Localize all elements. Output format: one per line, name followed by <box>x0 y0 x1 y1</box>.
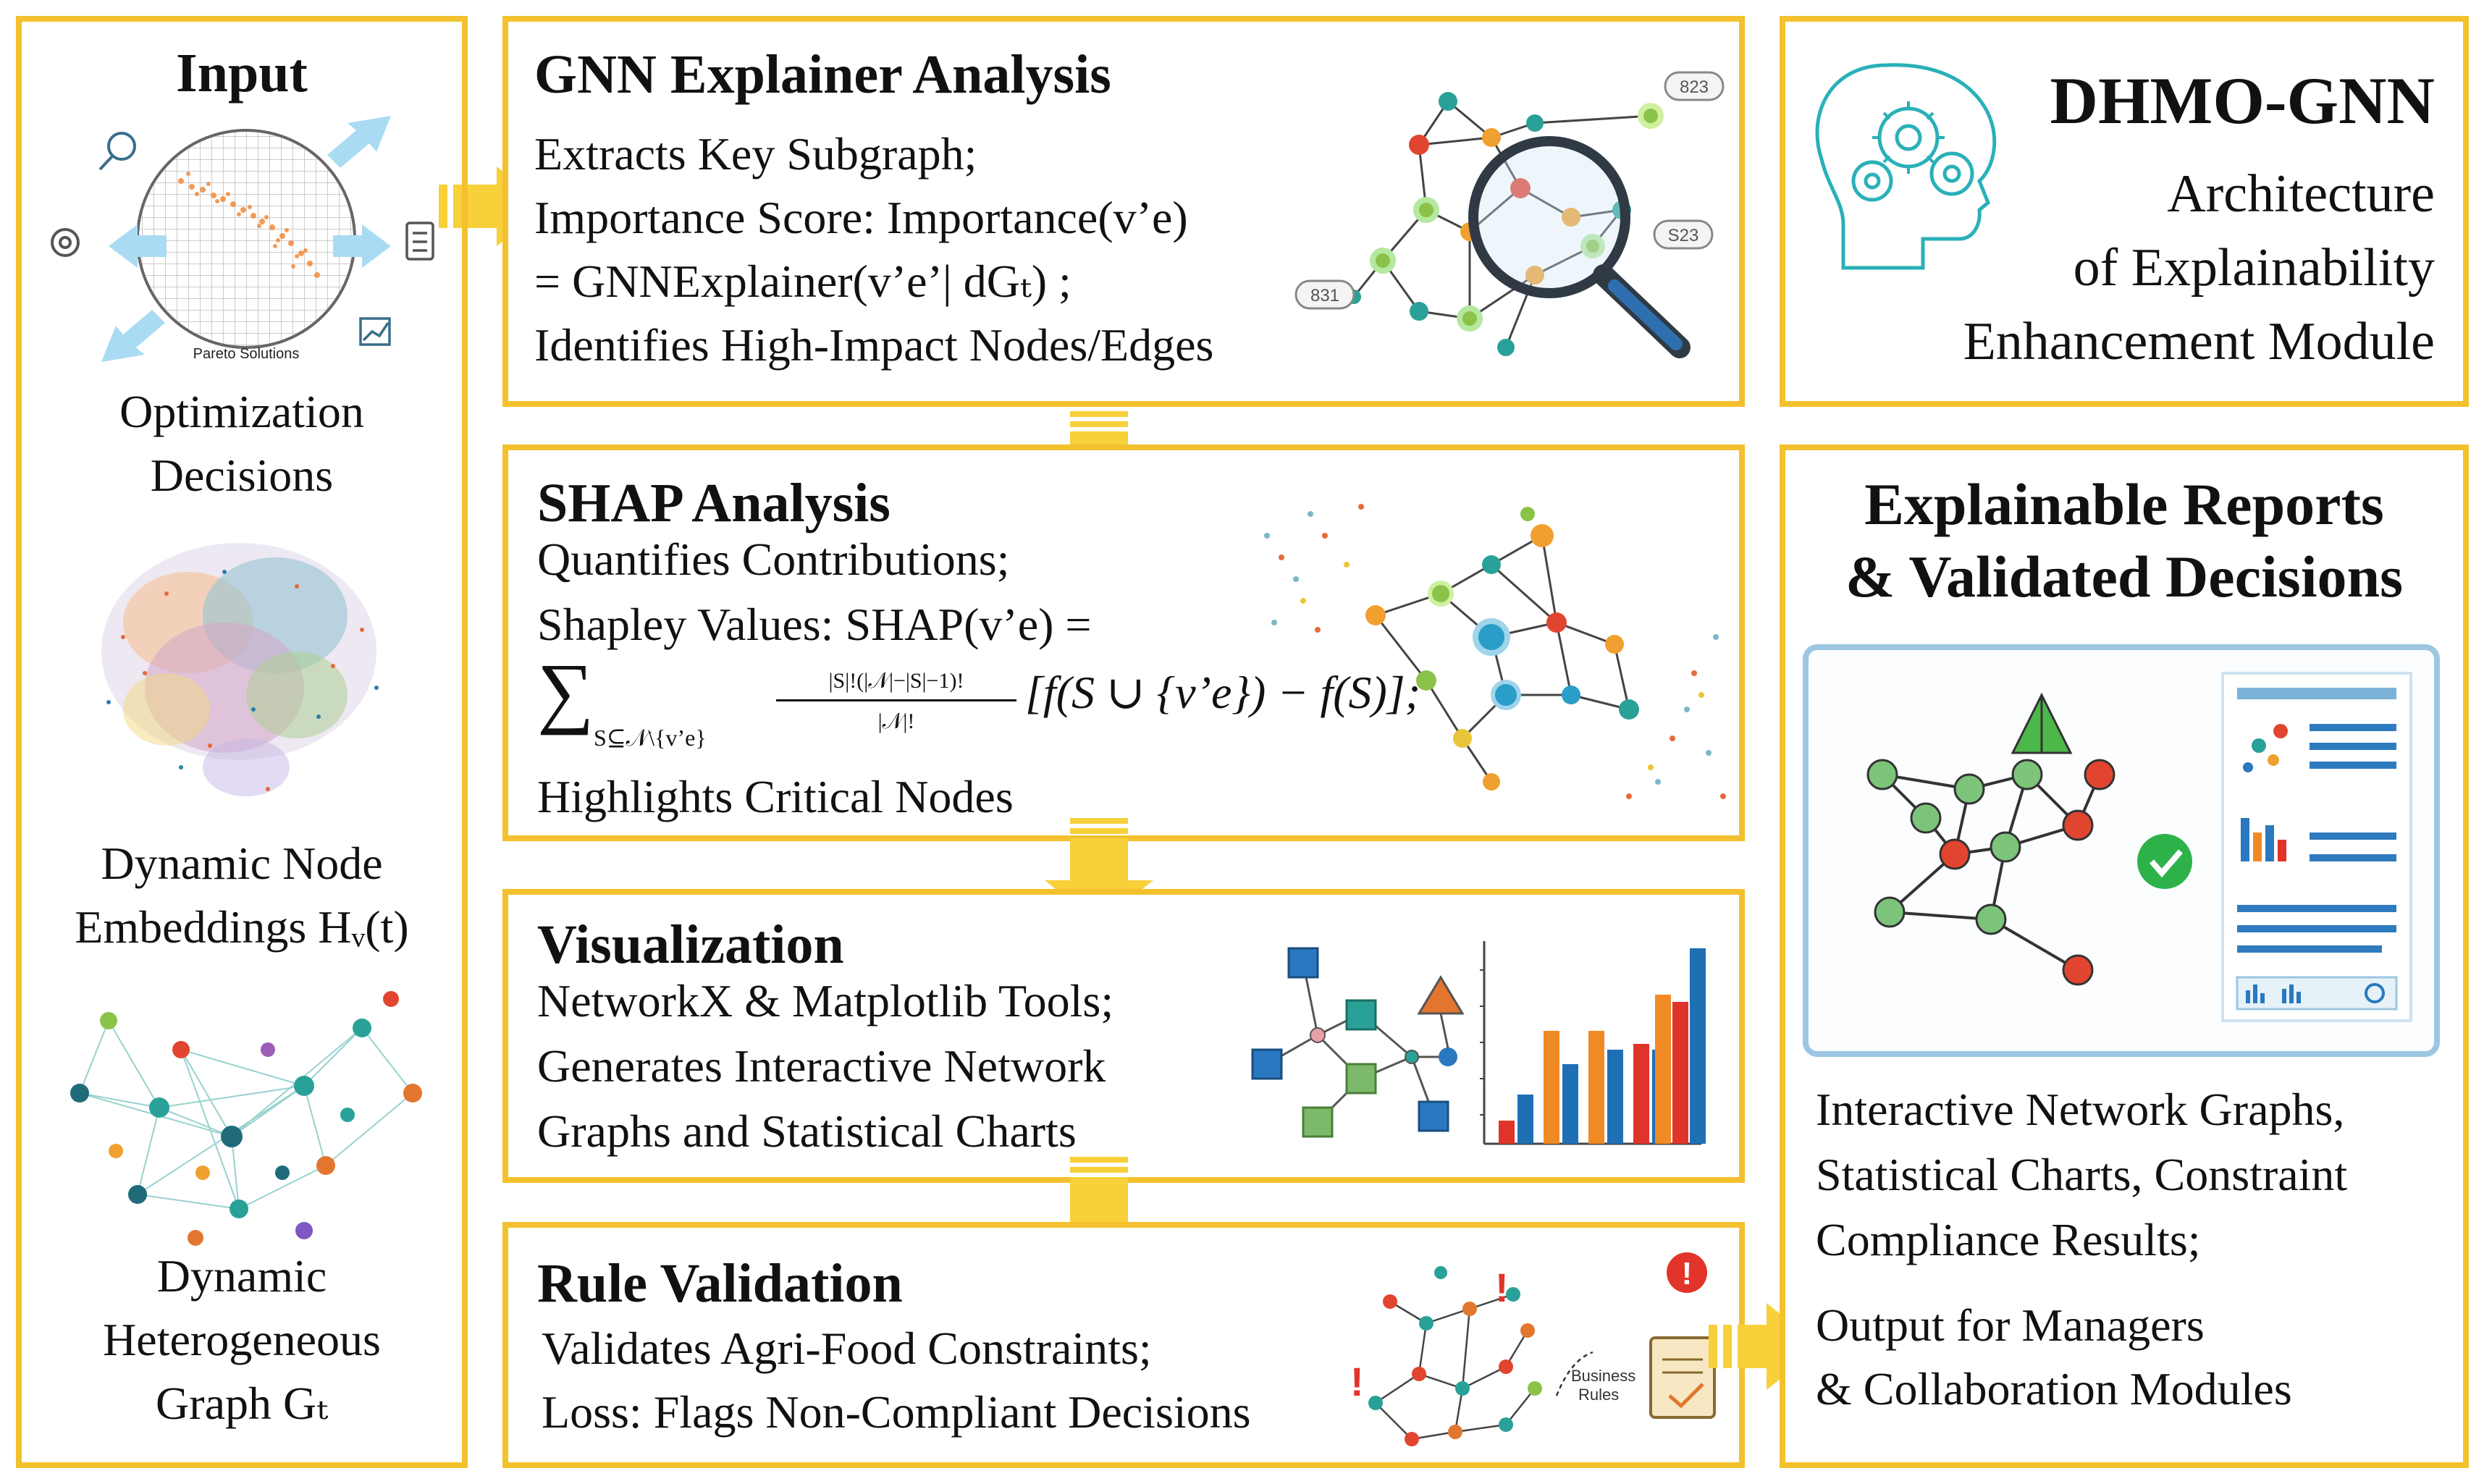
graph-caption-2: Heterogeneous <box>103 1314 381 1365</box>
gear-icon <box>51 228 80 257</box>
embeddings-caption-1: Dynamic Node <box>101 838 383 889</box>
rule-line-1: Validates Agri-Food Constraints; <box>542 1323 1152 1374</box>
reports-line-5: & Collaboration Modules <box>1816 1363 2292 1415</box>
dhmo-line-3: Enhancement Module <box>1963 312 2435 371</box>
viz-line-2: Generates Interactive Network <box>537 1040 1106 1092</box>
visualization-title: Visualization <box>537 914 844 975</box>
dhmo-gnn-panel <box>1780 16 2469 407</box>
shap-fraction-numerator: |S|!(|𝒩|−|S|−1)! <box>828 669 964 693</box>
brain-gears-icon <box>1815 63 1997 270</box>
shap-title: SHAP Analysis <box>537 473 891 534</box>
clipboard-icon <box>405 222 434 261</box>
svg-text:Pareto Solutions: Pareto Solutions <box>193 346 300 362</box>
viz-line-3: Graphs and Statistical Charts <box>537 1105 1077 1157</box>
reports-line-4: Output for Managers <box>1816 1299 2205 1351</box>
optimization-decisions-caption-1: Optimization <box>119 386 364 437</box>
embeddings-caption-2: Embeddings Hᵥ(t) <box>75 901 409 953</box>
svg-text:!: ! <box>1495 1265 1509 1310</box>
gnn-line-4: Identifies High-Impact Nodes/Edges <box>534 319 1214 371</box>
svg-text:831: 831 <box>1310 286 1339 305</box>
rule-validation-figure: ! ! ! Business Rules <box>1350 1252 1716 1446</box>
reports-line-3: Compliance Results; <box>1816 1214 2201 1265</box>
shap-formula-tail: [f(S ∪ {v’e}) − f(S)]; <box>1025 667 1421 718</box>
rule-validation-panel <box>502 1222 1745 1468</box>
svg-text:!: ! <box>1682 1256 1693 1291</box>
visualization-panel <box>502 889 1745 1183</box>
rule-line-2: Loss: Flags Non-Compliant Decisions <box>542 1386 1251 1438</box>
gnn-line-2: Importance Score: Importance(v’e) <box>534 192 1188 243</box>
embedding-point-cloud <box>101 543 379 796</box>
input-title: Input <box>176 43 308 104</box>
svg-text:Rules: Rules <box>1578 1386 1619 1404</box>
heterogeneous-graph-figure <box>70 991 422 1246</box>
reports-dashboard-figure <box>1803 644 2440 1057</box>
reports-title-1: Explainable Reports <box>1864 471 2384 537</box>
gnn-line-1: Extracts Key Subgraph; <box>534 128 977 180</box>
gnn-explainer-panel <box>502 16 1745 407</box>
svg-text:Business: Business <box>1571 1367 1635 1385</box>
dhmo-line-2: of Explainability <box>2073 238 2435 298</box>
viz-network-cubes-figure <box>1251 947 1465 1138</box>
gnn-line-3: = GNNExplainer(v’e’| dGₜ) ; <box>534 256 1072 307</box>
dhmo-line-1: Architecture <box>2167 164 2435 224</box>
graph-caption-3: Graph Gₜ <box>156 1378 328 1429</box>
gnn-magnifier-graph: 823 S23 831 <box>1294 71 1725 358</box>
reports-line-1: Interactive Network Graphs, <box>1816 1084 2345 1135</box>
shap-line-2: Shapley Values: SHAP(v’e) = <box>537 599 1092 650</box>
gnn-explainer-title: GNN Explainer Analysis <box>534 44 1111 105</box>
viz-bar-chart-figure <box>1480 941 1706 1145</box>
shap-sum-subscript: S⊆𝒩\{v’e} <box>594 725 707 751</box>
shap-line-1: Quantifies Contributions; <box>537 534 1010 585</box>
rule-validation-title: Rule Validation <box>537 1253 903 1314</box>
pareto-solutions-figure: Pareto Solutions <box>51 116 434 362</box>
shap-line-4: Highlights Critical Nodes <box>537 771 1014 822</box>
shap-network-figure <box>1264 504 1726 799</box>
viz-line-1: NetworkX & Matplotlib Tools; <box>537 975 1114 1026</box>
shap-sum-symbol: ∑ <box>537 647 594 735</box>
shap-fraction-bar <box>776 699 1016 701</box>
reports-line-2: Statistical Charts, Constraint <box>1816 1149 2348 1200</box>
reports-title-2: & Validated Decisions <box>1845 544 2403 610</box>
magnifier-icon <box>98 132 136 171</box>
svg-text:823: 823 <box>1680 77 1709 97</box>
svg-text:!: ! <box>1350 1359 1364 1404</box>
chart-icon <box>359 317 391 346</box>
graph-caption-1: Dynamic <box>156 1250 327 1302</box>
shap-fraction-denominator: |𝒩|! <box>877 709 915 733</box>
optimization-decisions-caption-2: Decisions <box>150 450 334 501</box>
svg-text:S23: S23 <box>1668 226 1699 245</box>
dhmo-gnn-title: DHMO-GNN <box>2050 64 2435 138</box>
